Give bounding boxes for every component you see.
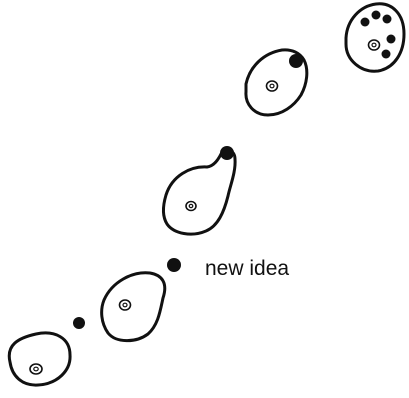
cell-4-nucleus (267, 81, 278, 91)
cell-5 (346, 4, 404, 71)
cell-5-dot-e (382, 50, 391, 59)
dot-1 (73, 317, 85, 329)
cell-3 (164, 146, 236, 234)
cell-5-dot-b (372, 11, 381, 20)
cell-4-dot (289, 54, 303, 68)
cell-2 (102, 273, 165, 341)
cell-5-dot-a (361, 18, 370, 27)
cell-1-nucleus (30, 364, 42, 374)
cell-5-nucleus (369, 40, 380, 50)
cell-5-dot-d (387, 35, 396, 44)
cell-2-nucleus (120, 300, 131, 310)
cell-3-nucleus (186, 202, 196, 211)
new-idea-label: new idea (205, 257, 289, 280)
cell-4 (246, 50, 307, 115)
cell-3-dot (220, 146, 234, 160)
dot-2 (167, 258, 181, 272)
cell-1 (9, 333, 70, 385)
cell-5-dot-c (383, 15, 392, 24)
